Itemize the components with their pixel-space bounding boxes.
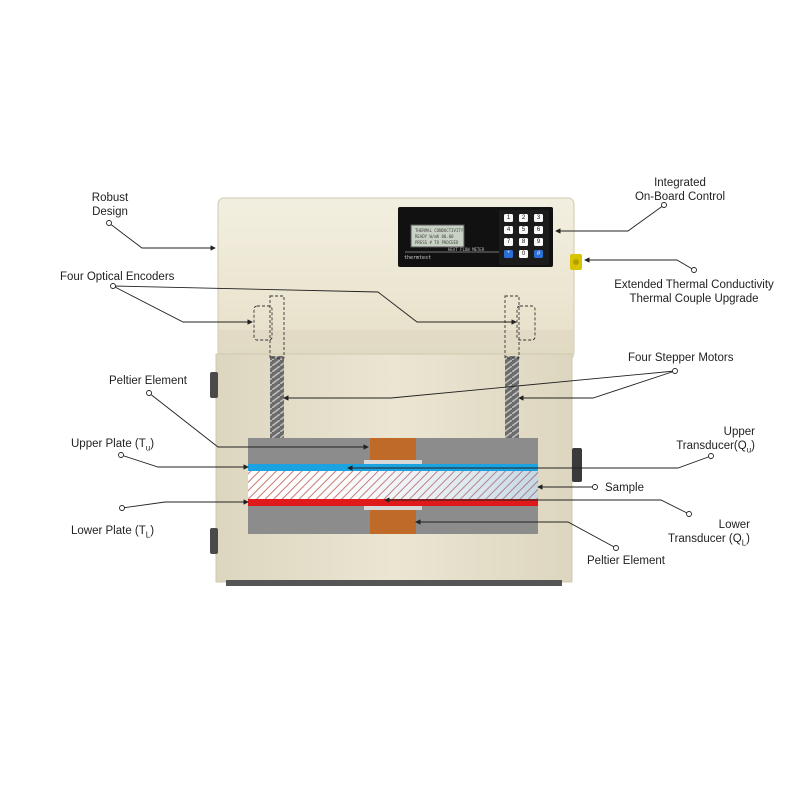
label-thermocouple-line1: Extended Thermal Conductivity (614, 279, 774, 291)
key-hash[interactable]: # (534, 250, 543, 258)
screen-line-2: READY W/mK 00.00 (415, 234, 454, 239)
key-9[interactable]: 9 (534, 238, 543, 246)
upper-plate (248, 464, 538, 471)
label-peltier-top: Peltier Element (109, 375, 187, 387)
label-stepper-motors: Four Stepper Motors (628, 352, 734, 364)
screen-line-1: THERMAL CONDUCTIVITY (415, 228, 464, 233)
key-3[interactable]: 3 (534, 214, 543, 222)
label-upper-transducer-line1: Upper (723, 426, 755, 438)
label-lower-plate: Lower Plate (TL) (71, 525, 155, 540)
lower-plate (248, 499, 538, 506)
lower-peltier (370, 510, 416, 534)
key-4[interactable]: 4 (504, 226, 513, 234)
brand-logo: thermtest (404, 255, 432, 261)
label-optical-encoders: Four Optical Encoders (60, 271, 175, 283)
key-2[interactable]: 2 (519, 214, 528, 222)
key-5[interactable]: 5 (519, 226, 528, 234)
key-1[interactable]: 1 (504, 214, 513, 222)
label-lower-transducer-line1: Lower (718, 519, 750, 531)
stepper-screw-left (270, 356, 284, 440)
encoder-outlines (253, 295, 536, 359)
label-thermocouple-line2: Thermal Couple Upgrade (629, 293, 759, 305)
label-lower-transducer-line2: Transducer (QL) (667, 533, 750, 548)
key-6[interactable]: 6 (534, 226, 543, 234)
label-peltier-bottom: Peltier Element (587, 555, 665, 567)
label-upper-transducer: Upper Transducer(Qu) (650, 425, 755, 457)
label-lower-transducer: Lower Transducer (QL) (640, 518, 750, 550)
label-onboard-line2: On-Board Control (634, 191, 726, 203)
label-robust-line2: Design (92, 206, 128, 218)
model-label: HEAT FLOW METER (448, 247, 485, 252)
label-upper-plate: Upper Plate (Tu) (71, 438, 155, 453)
label-robust-line1: Robust (91, 192, 129, 204)
key-7[interactable]: 7 (504, 238, 513, 246)
screen-line-3: PRESS # TO PROCEED (415, 240, 459, 245)
label-onboard-line1: Integrated (654, 177, 706, 189)
label-sample: Sample (605, 482, 644, 494)
key-0[interactable]: 0 (519, 250, 528, 258)
stack-housing (248, 438, 538, 534)
key-8[interactable]: 8 (519, 238, 528, 246)
thermocouple-connector (570, 254, 582, 270)
label-thermocouple-upgrade: Extended Thermal Conductivity Thermal Co… (604, 278, 784, 306)
upper-peltier (370, 438, 416, 462)
key-star[interactable]: * (504, 250, 513, 258)
label-upper-transducer-line2: Transducer(Qu) (676, 440, 755, 455)
stepper-screw-right (505, 356, 519, 440)
label-onboard-control: Integrated On-Board Control (610, 176, 750, 204)
label-robust-design: Robust Design (80, 191, 140, 219)
